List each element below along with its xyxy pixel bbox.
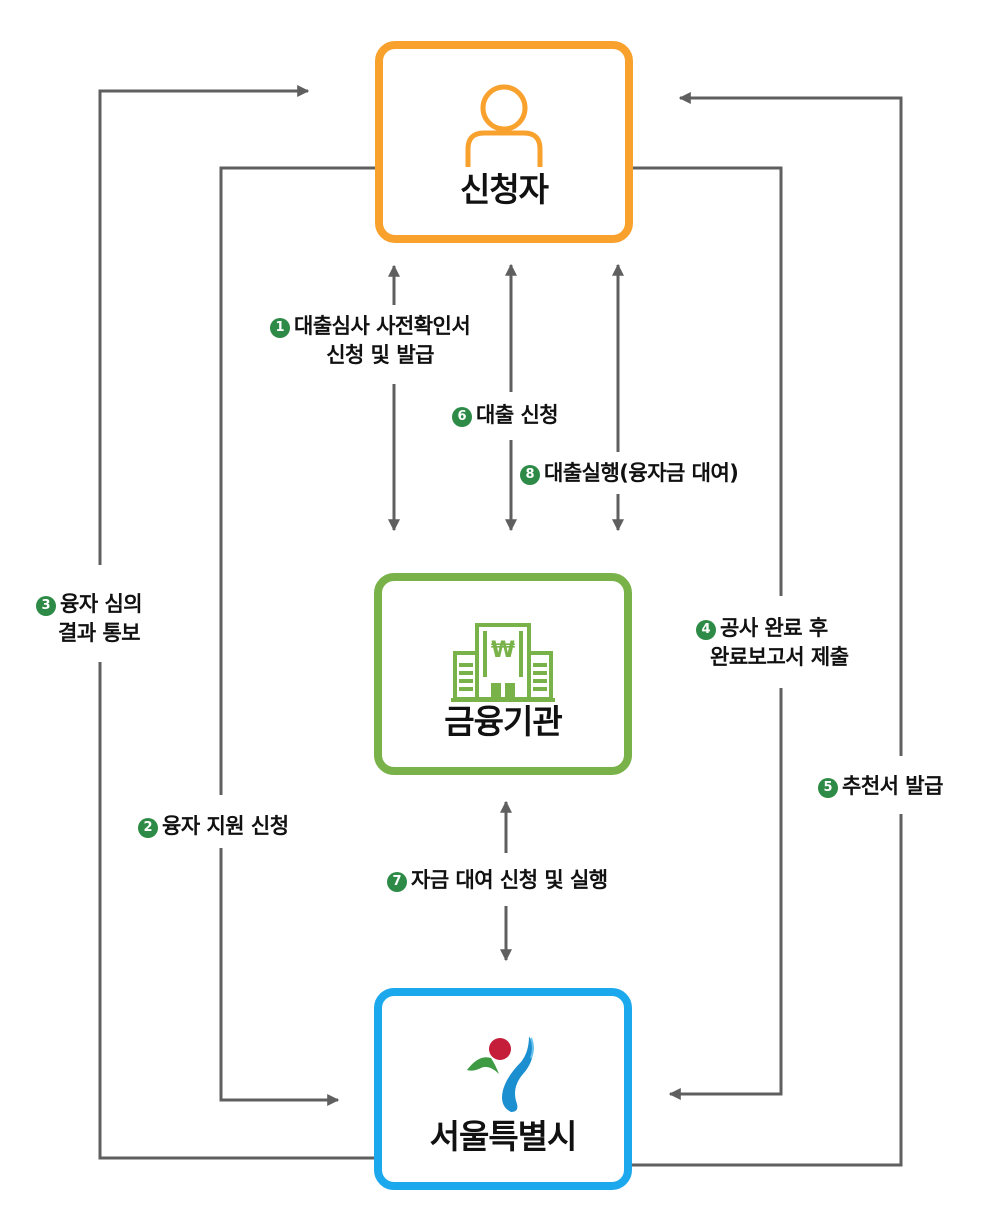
step-text: 추천서 발급 bbox=[842, 774, 943, 798]
step-text-line2: 완료보고서 제출 bbox=[710, 645, 849, 669]
node-seoul: 서울특별시 bbox=[374, 988, 632, 1190]
step-text: 대출 신청 bbox=[476, 403, 559, 427]
node-label: 서울특별시 bbox=[429, 1117, 578, 1156]
arrow-step-2-lower bbox=[219, 848, 340, 1106]
arrow-step-4-lower bbox=[668, 688, 783, 1100]
step-badge: 2 bbox=[138, 818, 158, 838]
bank-building-icon: ₩ bbox=[451, 623, 555, 702]
person-icon bbox=[465, 84, 543, 167]
step-text: 자금 대여 신청 및 실행 bbox=[411, 868, 608, 892]
step-badge: 8 bbox=[520, 465, 540, 485]
arrow-step-3-upper bbox=[98, 85, 310, 565]
step-text: 융자 심의 bbox=[60, 592, 143, 616]
arrow-step-5-lower bbox=[632, 814, 903, 1167]
step-badge: 5 bbox=[818, 778, 838, 798]
node-bank: ₩ 금융기관 bbox=[374, 573, 632, 775]
step-text: 대출심사 사전확인서 bbox=[294, 314, 471, 338]
step-badge: 4 bbox=[696, 620, 716, 640]
arrow-step-5-upper bbox=[678, 92, 903, 756]
won-symbol: ₩ bbox=[491, 638, 515, 663]
step-badge: 6 bbox=[452, 407, 472, 427]
step-badge: 1 bbox=[270, 318, 290, 338]
step-text-line2: 결과 통보 bbox=[58, 621, 141, 645]
step-badge: 3 bbox=[36, 596, 56, 616]
arrow-step-2-upper bbox=[219, 166, 376, 795]
arrow-step-4-upper bbox=[632, 166, 783, 596]
step-text: 공사 완료 후 bbox=[720, 616, 828, 640]
seoul-logo-icon bbox=[467, 1036, 534, 1112]
step-badge: 7 bbox=[387, 872, 407, 892]
step-text: 융자 지원 신청 bbox=[162, 814, 289, 838]
node-label: 금융기관 bbox=[444, 702, 562, 741]
step-text: 대출실행(융자금 대여) bbox=[544, 461, 739, 485]
step-text-line2: 신청 및 발급 bbox=[326, 343, 434, 367]
node-applicant: 신청자 bbox=[375, 41, 633, 243]
node-label: 신청자 bbox=[459, 170, 549, 209]
arrow-step-3-lower bbox=[98, 662, 376, 1160]
